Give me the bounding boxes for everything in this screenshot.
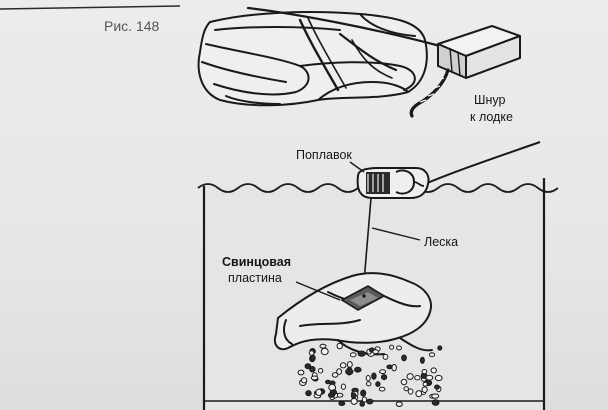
pellet <box>319 343 327 349</box>
pellet <box>414 375 421 381</box>
pellet <box>310 375 319 381</box>
pellet <box>400 378 408 386</box>
pellet <box>382 353 389 360</box>
header-rule <box>0 5 181 10</box>
pellet <box>330 389 338 396</box>
pellet <box>366 381 372 387</box>
pellet <box>297 369 305 376</box>
pointer-line <box>371 227 421 241</box>
pellet <box>434 384 440 390</box>
pellet <box>346 361 353 368</box>
pellet <box>372 349 379 355</box>
pellet <box>389 344 395 350</box>
label-float: Поплавок <box>296 148 352 162</box>
pellet <box>304 363 312 370</box>
pellet <box>315 388 323 396</box>
pointer-plate <box>295 281 341 301</box>
label-cord-line1: Шнур <box>474 93 505 107</box>
pellet <box>381 374 388 381</box>
pellet <box>421 369 428 375</box>
folded-cloth-bundle <box>197 6 442 107</box>
pellet <box>361 396 368 403</box>
pellet <box>325 379 331 385</box>
pellet <box>403 386 409 392</box>
pellet <box>366 398 374 405</box>
pellet <box>336 368 343 375</box>
pellet <box>425 374 434 381</box>
pellet <box>421 386 428 394</box>
pellet <box>336 342 343 350</box>
pellet <box>357 350 366 357</box>
pellet <box>437 345 443 351</box>
pellet <box>349 352 357 358</box>
label-cord-line2: к лодке <box>470 110 513 124</box>
cord-hatch <box>419 77 445 103</box>
pellet <box>338 401 346 406</box>
pellet <box>431 393 440 399</box>
pellet <box>350 392 357 400</box>
lead-plate <box>340 285 386 311</box>
label-plate-line2: пластина <box>228 271 282 285</box>
pellet <box>378 386 386 392</box>
pellet <box>406 373 414 380</box>
cord-to-float <box>419 141 541 187</box>
pellet <box>320 347 329 356</box>
pellet <box>401 354 407 362</box>
pellet <box>360 389 367 397</box>
pellet <box>309 366 316 373</box>
pellet <box>305 390 312 397</box>
wooden-block <box>437 25 521 79</box>
pellet <box>331 372 339 378</box>
bait-pellets <box>297 342 443 408</box>
pellet <box>430 367 437 374</box>
pellet <box>350 397 358 405</box>
float <box>356 167 430 199</box>
pellet <box>415 390 423 398</box>
pellet <box>345 368 354 376</box>
pellet <box>428 352 436 358</box>
pellet <box>419 356 425 364</box>
pellet <box>340 383 346 390</box>
pellet <box>300 377 308 384</box>
cord-to-boat <box>409 68 450 118</box>
label-line: Леска <box>424 235 458 249</box>
pellet <box>434 374 443 382</box>
pellet <box>407 388 414 395</box>
pellet <box>386 364 393 370</box>
pellet <box>354 366 362 373</box>
pellet <box>310 354 316 362</box>
pellet <box>365 375 371 382</box>
pellet <box>359 401 366 407</box>
pellet <box>379 369 387 375</box>
pellet <box>395 401 403 408</box>
pellet <box>375 381 381 387</box>
pellet <box>371 372 377 380</box>
pellet <box>396 345 402 351</box>
pellet <box>308 350 315 356</box>
pellet <box>431 399 440 406</box>
label-plate-line1: Свинцовая <box>222 255 291 269</box>
figure-number: Рис. 148 <box>104 18 160 34</box>
pointer-float <box>349 161 365 173</box>
pellet <box>317 367 324 374</box>
pellet <box>339 362 347 369</box>
pellet <box>422 381 428 387</box>
